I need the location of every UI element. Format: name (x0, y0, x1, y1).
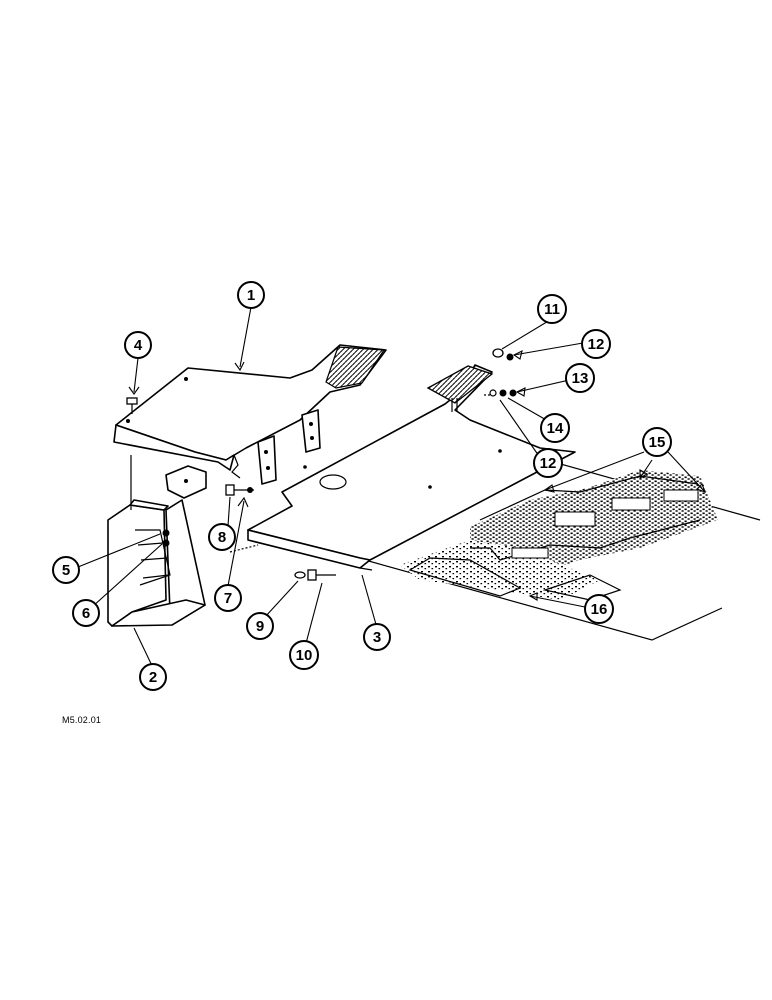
callout-10: 10 (289, 640, 319, 670)
svg-text:7: 7 (224, 590, 232, 607)
callout-9: 9 (246, 612, 274, 640)
floor-plate (247, 364, 761, 641)
step-cover (113, 344, 387, 485)
side-step-bracket (107, 455, 207, 627)
svg-text:14: 14 (547, 420, 564, 437)
leader-lines (77, 306, 706, 673)
mesh-grating (400, 470, 718, 601)
callout-2: 2 (139, 663, 167, 691)
callout-6: 6 (72, 599, 100, 627)
callout-5: 5 (52, 556, 80, 584)
svg-text:16: 16 (591, 601, 608, 618)
callout-13: 13 (565, 363, 595, 393)
callout-11: 11 (537, 294, 567, 324)
callout-7: 7 (214, 584, 242, 612)
callout-4: 4 (124, 331, 152, 359)
callout-14: 14 (540, 413, 570, 443)
svg-text:5: 5 (62, 562, 70, 579)
svg-text:11: 11 (544, 301, 560, 318)
svg-text:6: 6 (82, 605, 90, 622)
callouts: 1 2 3 4 5 6 7 8 (52, 281, 672, 691)
callout-8: 8 (208, 523, 236, 551)
svg-text:10: 10 (296, 647, 313, 664)
svg-text:3: 3 (373, 629, 381, 646)
figure-reference-code: M5.02.01 (62, 715, 102, 725)
svg-text:8: 8 (218, 529, 226, 546)
svg-text:1: 1 (247, 287, 255, 304)
hardware-bolts (126, 348, 517, 581)
svg-text:12: 12 (540, 455, 557, 472)
callout-12a: 12 (581, 329, 611, 359)
svg-text:2: 2 (149, 669, 157, 686)
callout-12b: 12 (533, 448, 563, 478)
svg-text:4: 4 (134, 337, 143, 354)
callout-3: 3 (363, 623, 391, 651)
svg-text:9: 9 (256, 618, 264, 635)
callout-1: 1 (237, 281, 265, 309)
svg-text:13: 13 (572, 370, 589, 387)
callout-15: 15 (642, 427, 672, 457)
svg-text:15: 15 (649, 434, 666, 451)
svg-text:12: 12 (588, 336, 605, 353)
callout-16: 16 (584, 594, 614, 624)
